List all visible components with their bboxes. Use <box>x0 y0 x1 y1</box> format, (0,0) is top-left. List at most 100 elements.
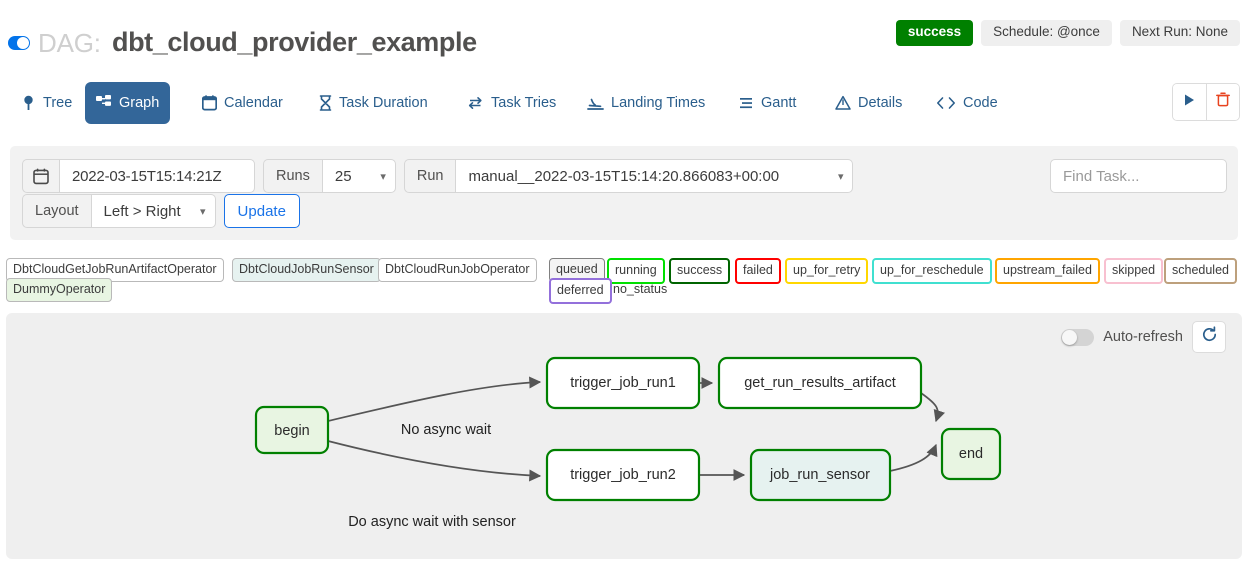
status-badge: success <box>895 20 974 46</box>
edge-begin-to-trigger-job-run2 <box>327 440 542 482</box>
run-select[interactable]: manual__2022-03-15T15:14:20.866083+00:00… <box>455 159 854 193</box>
tab-task-tries[interactable]: Task Tries <box>457 82 567 124</box>
tab-graph[interactable]: Graph <box>85 82 171 124</box>
edge-begin-to-trigger-job-run1 <box>327 376 542 422</box>
graph-node-begin[interactable]: begin <box>254 405 330 455</box>
dag-action-buttons <box>1172 83 1240 121</box>
legend-state-up-for-reschedule: up_for_reschedule <box>872 258 992 284</box>
layout-select[interactable]: Left > Right ▾ <box>90 194 216 228</box>
graph-nodes: begin trigger_job_run1 get_run_results_a… <box>254 356 1002 502</box>
graph-node-get-run-results-artifact[interactable]: get_run_results_artifact <box>717 356 923 410</box>
tab-calendar[interactable]: Calendar <box>191 82 294 124</box>
legend-state-up-for-retry: up_for_retry <box>785 258 869 284</box>
dag-label: DAG: <box>38 28 101 58</box>
graph-node-trigger-job-run2[interactable]: trigger_job_run2 <box>545 448 701 502</box>
run-value: manual__2022-03-15T15:14:20.866083+00:00 <box>468 167 780 185</box>
toggle-knob <box>1062 329 1078 345</box>
chevron-down-icon: ▾ <box>200 205 206 218</box>
hourglass-icon <box>319 95 332 111</box>
graph-node-job-run-sensor[interactable]: job_run_sensor <box>749 448 892 502</box>
tab-code[interactable]: Code <box>925 82 1009 124</box>
num-runs-select[interactable]: 25 ▾ <box>321 159 396 193</box>
tab-landing-times[interactable]: Landing Times <box>576 82 716 124</box>
runs-label: Runs <box>263 159 322 193</box>
tab-label: Graph <box>119 95 160 111</box>
legend-state-skipped: skipped <box>1104 258 1164 284</box>
graph-edges <box>327 376 946 482</box>
tab-label: Details <box>858 95 903 111</box>
page-title: dbt_cloud_provider_example <box>112 27 477 57</box>
node-label: end <box>959 446 983 462</box>
legend-state-success: success <box>669 258 731 284</box>
retry-icon <box>468 95 484 111</box>
legend-operator-dummyoperator[interactable]: DummyOperator <box>6 278 113 302</box>
node-label: job_run_sensor <box>769 467 870 483</box>
run-group: Run manual__2022-03-15T15:14:20.866083+0… <box>403 159 854 193</box>
toolbar-row-layout: Layout Left > Right ▾ Update <box>22 194 300 228</box>
edge-get-run-results-artifact-to-end <box>920 392 946 423</box>
filter-toolbar: 2022-03-15T15:14:21Z Runs 25 ▾ Run manua… <box>10 146 1238 240</box>
warning-triangle-icon <box>835 95 851 111</box>
chevron-down-icon: ▾ <box>380 170 386 183</box>
calendar-icon <box>22 159 59 193</box>
trigger-dag-button[interactable] <box>1173 84 1206 120</box>
auto-refresh-controls: Auto-refresh <box>1061 321 1226 353</box>
node-label: trigger_job_run1 <box>570 375 676 391</box>
tab-task-duration[interactable]: Task Duration <box>308 82 439 124</box>
legend-operator-dbtcloudrunjoboperator[interactable]: DbtCloudRunJobOperator <box>378 258 537 282</box>
tab-gantt[interactable]: Gantt <box>728 82 807 124</box>
gantt-icon <box>739 95 754 111</box>
num-runs-value: 25 <box>334 167 352 185</box>
node-label: trigger_job_run2 <box>570 467 676 483</box>
layout-label: Layout <box>22 194 91 228</box>
graph-edge-labels: No async wait Do async wait with sensor <box>348 422 516 530</box>
legend-operator-dbtcloudjobrunsensor[interactable]: DbtCloudJobRunSensor <box>232 258 381 282</box>
tab-label: Calendar <box>224 95 283 111</box>
graph-canvas[interactable]: Auto-refresh <box>6 313 1242 559</box>
tree-icon <box>21 95 36 111</box>
update-button[interactable]: Update <box>223 194 300 228</box>
view-tabs: Tree Graph Calendar Task Duration Task T <box>0 82 1248 130</box>
base-date-group: 2022-03-15T15:14:21Z <box>22 159 255 193</box>
tab-details[interactable]: Details <box>824 82 913 124</box>
toolbar-row-primary: 2022-03-15T15:14:21Z Runs 25 ▾ Run manua… <box>22 159 854 193</box>
tab-label: Landing Times <box>611 95 706 111</box>
edge-label-do-async-wait-with-sensor: Do async wait with sensor <box>348 514 516 530</box>
toggle-knob <box>17 37 29 49</box>
tab-tree[interactable]: Tree <box>10 82 83 124</box>
header-badges: success Schedule: @once Next Run: None <box>895 20 1240 46</box>
base-date-input[interactable]: 2022-03-15T15:14:21Z <box>59 159 255 193</box>
next-run-badge[interactable]: Next Run: None <box>1119 20 1240 46</box>
page-header: DAG: dbt_cloud_provider_example success … <box>0 0 1248 72</box>
play-icon <box>1183 93 1196 112</box>
legend-state-no-status: no_status <box>613 282 668 296</box>
refresh-button[interactable] <box>1192 321 1226 353</box>
node-label: get_run_results_artifact <box>744 375 896 391</box>
delete-dag-button[interactable] <box>1206 84 1239 120</box>
dag-graph-svg: No async wait Do async wait with sensor … <box>254 356 1002 530</box>
legend-state-running: running <box>607 258 665 284</box>
legend-state-failed: failed <box>735 258 781 284</box>
schedule-badge[interactable]: Schedule: @once <box>981 20 1112 46</box>
auto-refresh-label: Auto-refresh <box>1103 329 1183 345</box>
runs-group: Runs 25 ▾ <box>263 159 396 193</box>
graph-node-trigger-job-run1[interactable]: trigger_job_run1 <box>545 356 701 410</box>
legend-state-scheduled: scheduled <box>1164 258 1237 284</box>
graph-icon <box>96 95 112 111</box>
graph-node-end[interactable]: end <box>940 427 1002 481</box>
node-label: begin <box>274 423 309 439</box>
legend-state-upstream-failed: upstream_failed <box>995 258 1100 284</box>
tab-label: Gantt <box>761 95 797 111</box>
edge-label-no-async-wait: No async wait <box>401 422 491 438</box>
dag-pause-toggle[interactable] <box>8 36 30 50</box>
legend-operator-dbtcloudgetjobrunartifactoperator[interactable]: DbtCloudGetJobRunArtifactOperator <box>6 258 224 282</box>
legend-state-deferred: deferred <box>549 278 612 304</box>
layout-group: Layout Left > Right ▾ <box>22 194 216 228</box>
chevron-down-icon: ▾ <box>837 170 844 183</box>
edge-job-run-sensor-to-end <box>889 443 938 472</box>
find-task-input[interactable]: Find Task... <box>1050 159 1227 193</box>
auto-refresh-toggle[interactable] <box>1061 328 1095 346</box>
refresh-icon <box>1201 326 1218 348</box>
tab-label: Tree <box>43 95 73 111</box>
